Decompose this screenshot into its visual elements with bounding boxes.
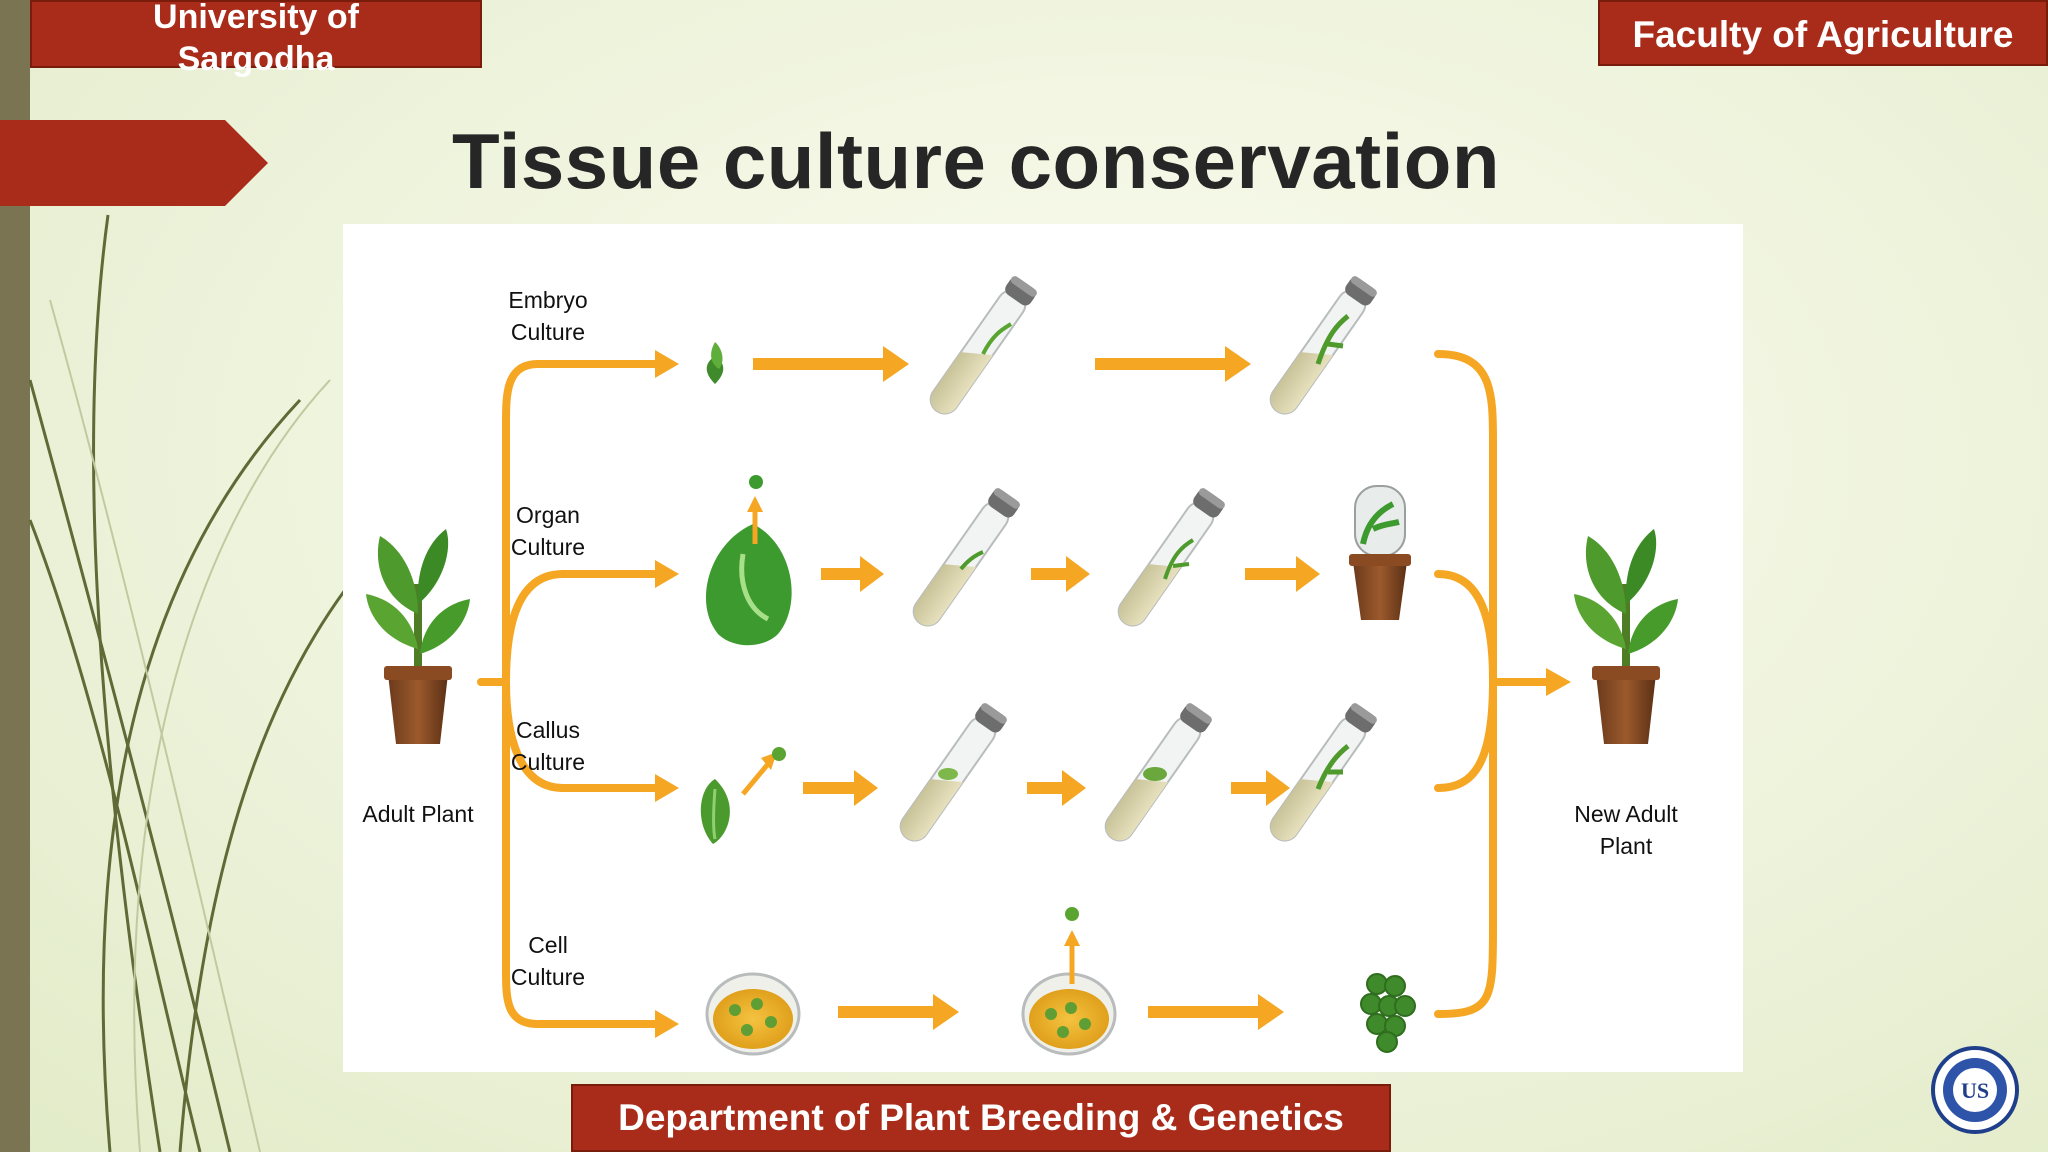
slide-title: Tissue culture conservation: [452, 117, 1501, 205]
row1-arrow-a: [753, 346, 909, 382]
university-line-1: University of: [153, 0, 359, 36]
new-adult-plant-label: New Adult Plant: [1574, 801, 1678, 859]
university-seal-icon: US: [1931, 1046, 2019, 1134]
diagram-artwork: [366, 273, 1678, 1056]
department-footer: Department of Plant Breeding & Genetics: [571, 1084, 1391, 1152]
pathway-label-line2: Culture: [510, 534, 586, 560]
decorative-grass-lines: [28, 214, 347, 1152]
pathway-label-embryo: Embryo Culture: [498, 284, 598, 348]
university-header: University of Sargodha: [30, 0, 482, 78]
pathway-label-line1: Cell: [528, 932, 568, 958]
tissue-culture-diagram: Embryo Culture Organ Culture Callus Cult…: [343, 224, 1743, 1072]
pathway-label-line2: Culture: [510, 964, 586, 990]
pathway-label-callus: Callus Culture: [498, 714, 598, 778]
university-line-2: Sargodha: [177, 40, 335, 78]
pathway-label-line1: Embryo: [508, 287, 588, 313]
title-arrow-shape: [0, 120, 268, 206]
pathway-label-line1: Callus: [516, 717, 580, 743]
faculty-header: Faculty of Agriculture: [1598, 0, 2048, 66]
pathway-label-line2: Culture: [510, 749, 586, 775]
pathway-label-line2: Culture: [510, 319, 586, 345]
pathway-label-cell: Cell Culture: [498, 929, 598, 993]
seal-letters: US: [1961, 1078, 1989, 1103]
adult-plant-label: Adult Plant: [362, 801, 474, 827]
pathway-label-organ: Organ Culture: [498, 499, 598, 563]
pathway-label-line1: Organ: [516, 502, 580, 528]
